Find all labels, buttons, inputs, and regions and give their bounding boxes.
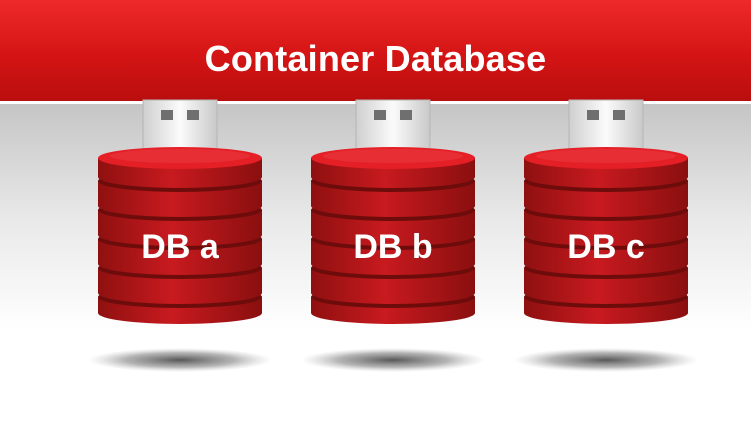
database-label: DB c <box>567 228 644 266</box>
database-label: DB a <box>141 228 220 266</box>
usb-plug-icon <box>568 99 644 153</box>
floor-shadow <box>301 348 485 372</box>
database-a: DB a <box>88 99 272 372</box>
floor-shadow <box>88 348 272 372</box>
banner-title: Container Database <box>204 38 547 79</box>
disk-stack <box>524 147 688 324</box>
container-database-banner: Container Database <box>0 0 751 102</box>
database-c: DB c <box>514 99 698 372</box>
disk-stack <box>311 147 475 324</box>
database-label: DB b <box>353 228 432 266</box>
usb-plug-icon <box>142 99 218 153</box>
floor-shadow <box>514 348 698 372</box>
disk-stack <box>98 147 262 324</box>
usb-plug-icon <box>355 99 431 153</box>
database-b: DB b <box>301 99 485 372</box>
